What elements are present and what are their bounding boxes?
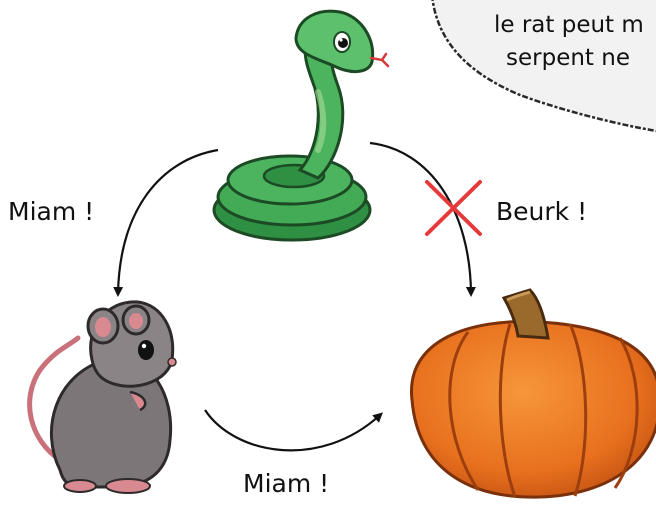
- arrow-rat-to-pumpkin: [205, 410, 380, 450]
- rat-icon: [30, 302, 176, 493]
- label-snake-to-rat: Miam !: [8, 197, 94, 226]
- bubble-text-line-1: le rat peut m: [494, 10, 644, 40]
- snake-icon: [214, 11, 388, 240]
- label-snake-to-pumpkin: Beurk !: [496, 197, 587, 226]
- red-cross-icon: [427, 182, 480, 234]
- pumpkin-icon: [411, 290, 656, 497]
- label-rat-to-pumpkin: Miam !: [243, 469, 329, 498]
- arrow-snake-to-pumpkin: [370, 143, 471, 293]
- bubble-text-line-2: serpent ne: [506, 43, 630, 73]
- arrow-snake-to-rat: [118, 150, 218, 293]
